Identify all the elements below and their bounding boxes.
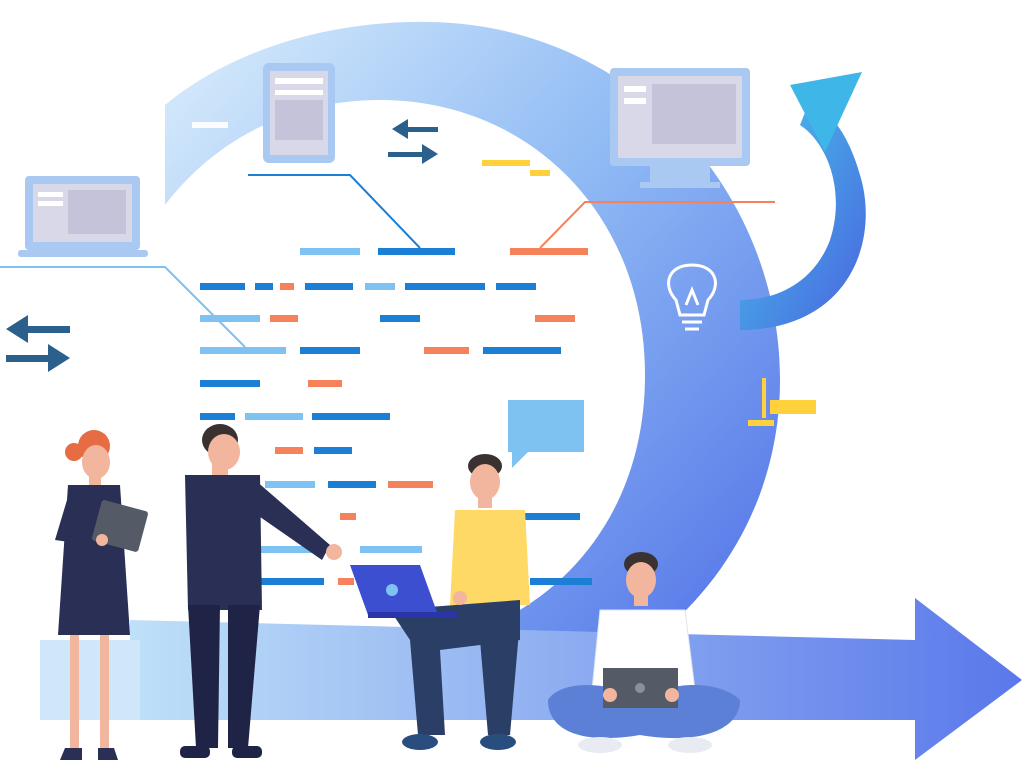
laptop-icon	[18, 176, 148, 257]
cycle-band	[165, 21, 780, 721]
task-bars	[200, 248, 592, 585]
monitor-icon	[610, 68, 750, 188]
man-with-laptop-sitting	[350, 454, 530, 750]
cycle-return-arrow	[740, 72, 866, 330]
tablet-icon	[263, 63, 335, 163]
man-in-suit-pointing	[180, 424, 342, 758]
sticky-note-icon	[748, 378, 816, 426]
forward-arrow	[40, 598, 1022, 760]
decor-dashes	[192, 122, 550, 176]
chat-bubble-icon	[508, 400, 584, 468]
swap-arrows-icon	[388, 119, 438, 164]
woman-with-tablet	[55, 430, 148, 760]
man-cross-legged-with-laptop	[548, 552, 740, 753]
lightbulb-icon	[667, 263, 717, 331]
swap-arrows-icon	[6, 315, 70, 372]
